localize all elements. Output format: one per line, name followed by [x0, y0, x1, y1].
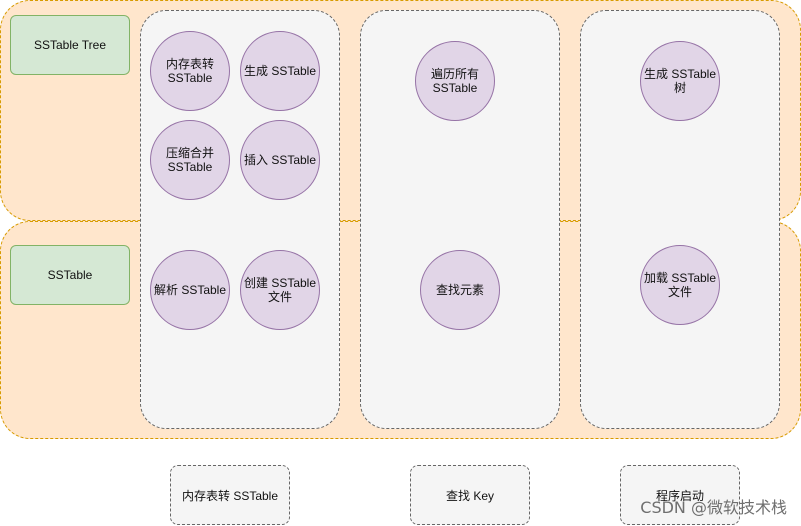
node-generate-sstable[interactable]: 生成 SSTable — [240, 31, 320, 111]
node-parse-sstable[interactable]: 解析 SSTable — [150, 250, 230, 330]
csdn-watermark: CSDN @微软技术栈 — [640, 498, 787, 517]
node-find-element[interactable]: 查找元素 — [420, 250, 500, 330]
node-load-sstable-file[interactable]: 加载 SSTable 文件 — [640, 245, 720, 325]
footer-memtable-to-sstable: 内存表转 SSTable — [170, 465, 290, 525]
node-create-sstable-file[interactable]: 创建 SSTable 文件 — [240, 250, 320, 330]
node-memtable-to-sstable[interactable]: 内存表转 SSTable — [150, 31, 230, 111]
footer-program-start: 程序启动 — [620, 465, 740, 525]
footer-find-key: 查找 Key — [410, 465, 530, 525]
sstable-label: SSTable — [10, 245, 130, 305]
sstable-tree-label: SSTable Tree — [10, 15, 130, 75]
node-generate-sstable-tree[interactable]: 生成 SSTable 树 — [640, 41, 720, 121]
node-traverse-all-sstable[interactable]: 遍历所有 SSTable — [415, 41, 495, 121]
node-insert-sstable[interactable]: 插入 SSTable — [240, 120, 320, 200]
node-compact-merge-sstable[interactable]: 压缩合并 SSTable — [150, 120, 230, 200]
